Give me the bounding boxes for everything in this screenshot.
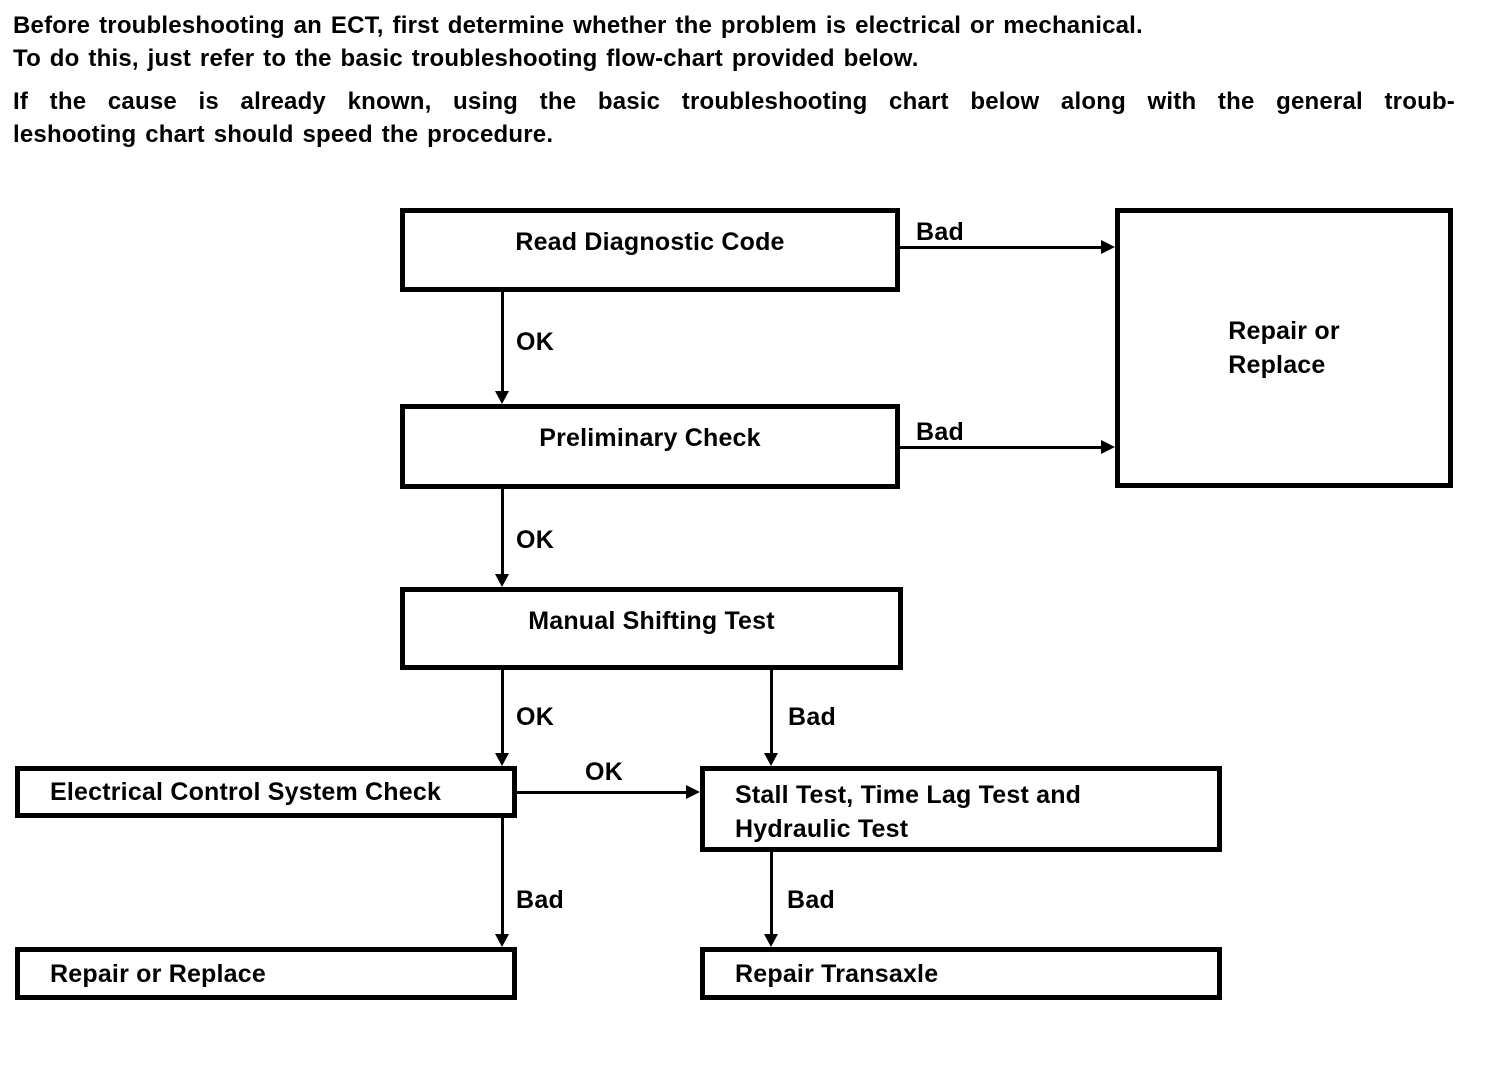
intro-paragraph-line-1: Before troubleshooting an ECT, first det… (13, 12, 1143, 39)
node-label-repair-or-replace-main: Repair or Replace (1228, 317, 1340, 379)
node-label-repair-transaxle: Repair Transaxle (735, 959, 939, 988)
node-manual-shifting-test: Manual Shifting Test (400, 587, 903, 670)
connector-manual-to-electrical-line (501, 669, 504, 754)
edge-label-manual-bad: Bad (788, 703, 837, 731)
connector-preliminary-to-manual-line (501, 488, 504, 575)
connector-preliminary-to-repair-line (898, 446, 1104, 449)
edge-label-preliminary-ok: OK (516, 526, 555, 554)
arrowhead-right-electrical-to-stall-icon (686, 785, 700, 799)
connector-electrical-to-repair-line (501, 817, 504, 935)
node-label-preliminary-check: Preliminary Check (539, 424, 761, 452)
node-repair-or-replace-main: Repair or Replace (1115, 208, 1453, 488)
connector-rdc-to-repair-line (898, 246, 1104, 249)
node-preliminary-check: Preliminary Check (400, 404, 900, 489)
edge-label-rdc-ok: OK (516, 328, 555, 356)
arrowhead-down-to-stall-icon (764, 753, 778, 766)
node-repair-transaxle: Repair Transaxle (700, 947, 1222, 1000)
arrowhead-down-to-repair-secondary-icon (495, 934, 509, 947)
intro-paragraph-line-2: To do this, just refer to the basic trou… (13, 45, 919, 72)
node-label-read-diagnostic-code: Read Diagnostic Code (515, 228, 785, 256)
node-read-diagnostic-code: Read Diagnostic Code (400, 208, 900, 292)
arrowhead-down-to-electrical-icon (495, 753, 509, 766)
node-label-stall-time-lag-hydraulic-test: Stall Test, Time Lag Test and Hydraulic … (735, 781, 1082, 843)
connector-stall-to-transaxle-line (770, 849, 773, 935)
connector-electrical-to-stall-line (516, 791, 688, 794)
intro-paragraph-line-4: leshooting chart should speed the proced… (13, 121, 554, 148)
node-electrical-control-system-check: Electrical Control System Check (15, 766, 517, 818)
arrowhead-down-to-preliminary-icon (495, 391, 509, 404)
arrowhead-down-to-manual-icon (495, 574, 509, 587)
edge-label-electrical-ok: OK (585, 758, 624, 786)
node-label-manual-shifting-test: Manual Shifting Test (528, 607, 775, 635)
arrowhead-right-preliminary-to-repair-icon (1101, 440, 1115, 454)
arrowhead-right-rdc-to-repair-icon (1101, 240, 1115, 254)
edge-label-electrical-bad: Bad (516, 886, 565, 914)
edge-label-rdc-bad: Bad (916, 218, 965, 246)
edge-label-preliminary-bad: Bad (916, 418, 965, 446)
edge-label-stall-bad: Bad (787, 886, 836, 914)
node-stall-time-lag-hydraulic-test: Stall Test, Time Lag Test and Hydraulic … (700, 766, 1222, 852)
connector-rdc-to-preliminary-line (501, 292, 504, 392)
arrowhead-down-to-transaxle-icon (764, 934, 778, 947)
intro-paragraph-line-3: If the cause is already known, using the… (13, 88, 1455, 115)
node-label-electrical-control-system-check: Electrical Control System Check (50, 778, 442, 806)
connector-manual-to-stall-line (770, 669, 773, 754)
edge-label-manual-ok: OK (516, 703, 555, 731)
node-label-repair-or-replace-secondary: Repair or Replace (50, 959, 266, 988)
node-repair-or-replace-secondary: Repair or Replace (15, 947, 517, 1000)
